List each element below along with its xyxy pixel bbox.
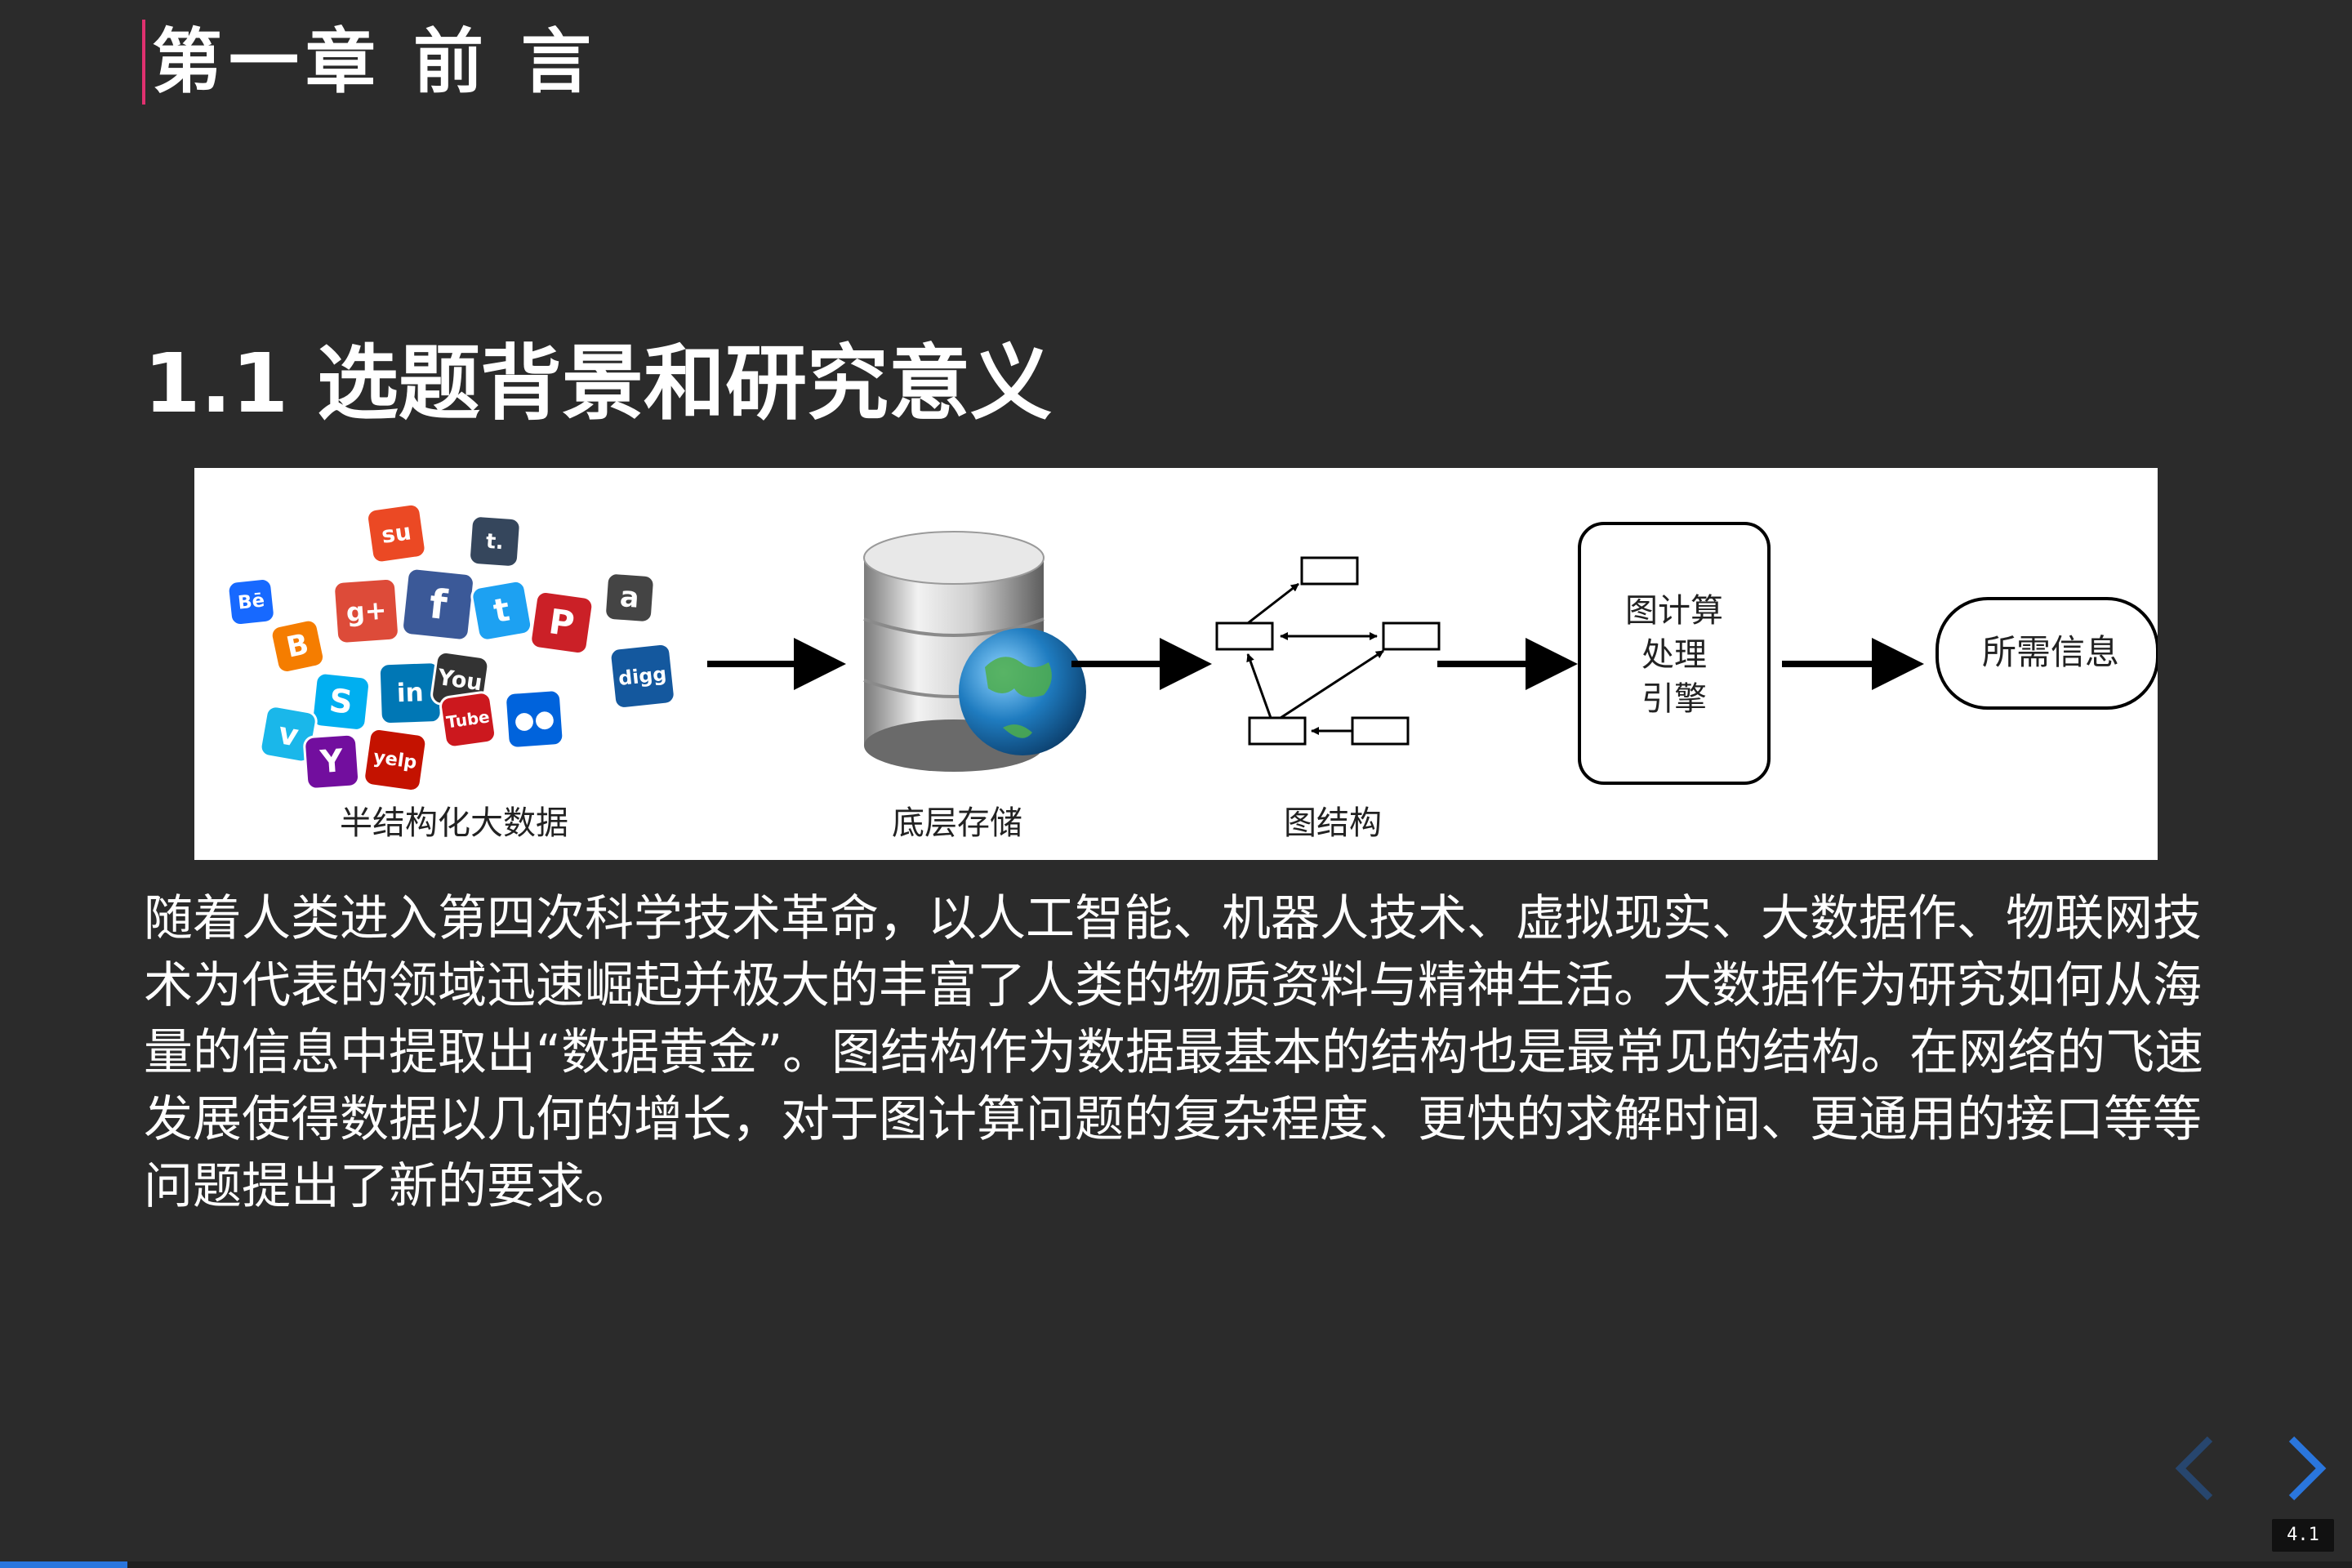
next-slide-button[interactable]: [2264, 1428, 2345, 1509]
prev-slide-button[interactable]: [2156, 1428, 2238, 1509]
chevron-left-icon: [2175, 1436, 2213, 1501]
section-title: 1.1 选题背景和研究意义: [144, 336, 1052, 431]
social-logo-tile: a: [604, 572, 656, 624]
body-paragraph: 随着人类进入第四次科学技术革命，以人工智能、机器人技术、虚拟现实、大数据作、物联…: [144, 890, 2204, 1215]
social-logo-tile: g+: [332, 577, 400, 645]
output-box: [1936, 597, 2158, 710]
svg-text:a: a: [619, 581, 640, 615]
social-logo-tile: ●●: [504, 688, 565, 750]
svg-text:t.: t.: [485, 529, 505, 554]
engine-box: [1578, 522, 1771, 785]
stage1-label: 半结构化大数据: [340, 804, 568, 842]
chevron-right-icon: [2288, 1436, 2327, 1501]
social-logo-tile: B: [270, 618, 326, 674]
engine-line-2: 处理: [1642, 636, 1707, 674]
slide-number: 4.1: [2272, 1519, 2334, 1552]
svg-text:You: You: [435, 665, 483, 696]
social-logo-tile: t.: [468, 514, 522, 568]
social-logo-tile: Bē: [226, 577, 276, 627]
svg-text:Bē: Bē: [237, 590, 265, 613]
database-icon: [863, 531, 1086, 772]
engine-line-3: 引擎: [1642, 680, 1707, 718]
graph-structure-icon: [1215, 556, 1441, 746]
social-logo-tile: S: [310, 671, 371, 732]
social-logo-tile: P: [529, 590, 595, 656]
svg-text:digg: digg: [617, 662, 668, 690]
svg-text:Y: Y: [318, 742, 345, 781]
social-logo-tile: Tube: [439, 691, 497, 749]
progress-fill: [0, 1561, 127, 1568]
stage2-label: 底层存储: [892, 804, 1022, 842]
svg-text:●●: ●●: [513, 704, 555, 734]
chapter-title: 第一章 前 言: [142, 20, 598, 105]
social-logo-tile: yelp: [363, 728, 428, 793]
social-logo-tile: digg: [608, 642, 676, 710]
social-logo-tile: in: [377, 661, 443, 726]
svg-text:su: su: [380, 518, 412, 549]
engine-line-1: 图计算: [1625, 592, 1723, 630]
progress-bar: [0, 1561, 2352, 1568]
social-logo-tile: Y: [303, 733, 361, 791]
svg-text:P: P: [546, 601, 577, 644]
social-logo-tile: su: [366, 502, 427, 564]
stage3-label: 图结构: [1284, 804, 1382, 842]
svg-text:in: in: [396, 678, 424, 708]
svg-text:g+: g+: [345, 595, 388, 628]
social-logo-tile: f: [401, 567, 475, 642]
svg-text:S: S: [327, 682, 354, 722]
social-logo-tile: t: [470, 579, 533, 642]
output-label: 所需信息: [1982, 632, 2119, 672]
